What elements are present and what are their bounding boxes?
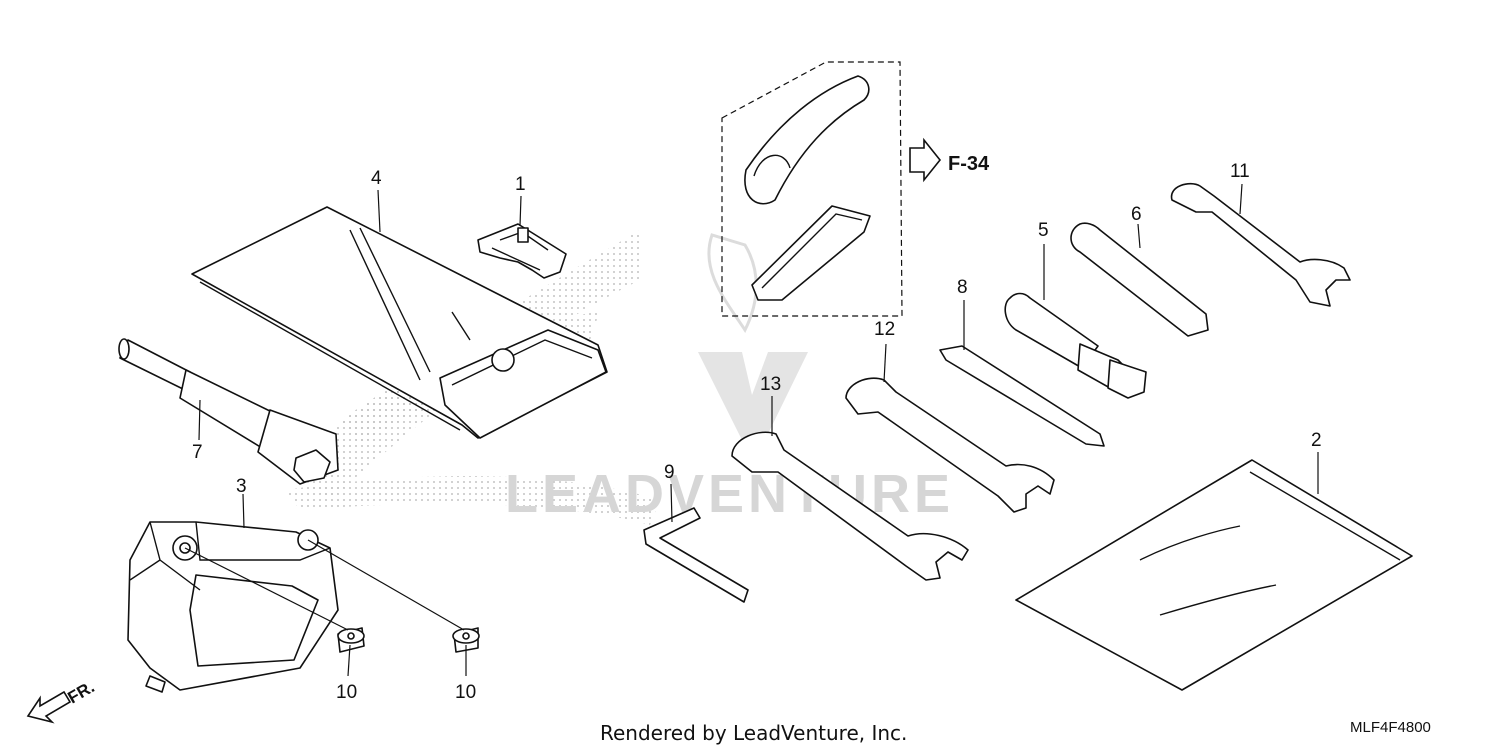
callout-4: 4 [371,168,382,189]
callout-13: 13 [760,374,781,395]
front-arrow-icon [26,690,72,724]
callout-9: 9 [664,462,675,483]
tool-bag-part[interactable] [191,206,608,439]
manual-bag-part[interactable] [1015,459,1413,691]
reference-box [721,61,903,317]
reference-label[interactable]: F-34 [948,153,990,175]
callout-6: 6 [1131,204,1142,225]
wrench-13-part[interactable] [731,431,969,581]
callout-5: 5 [1038,220,1049,241]
clip-part[interactable] [477,223,567,279]
callout-8: 8 [957,277,968,298]
callout-2: 2 [1311,430,1322,451]
screwdriver-handle-part[interactable] [1004,292,1147,399]
callout-11: 11 [1230,161,1250,182]
diagram-code: MLF4F4800 [1350,719,1431,736]
bolt-part-a[interactable] [337,627,365,653]
callout-7: 7 [192,442,203,463]
callout-1: 1 [515,174,526,195]
socket-wrench-part[interactable] [118,338,339,485]
watermark-logo [698,233,808,440]
handle-plate-part[interactable] [1070,222,1209,337]
leader-lines [184,183,1319,677]
screwdriver-bit-part[interactable] [939,345,1105,447]
hex-key-part[interactable] [643,507,749,603]
callout-12: 12 [874,319,895,340]
reference-arrow-icon[interactable] [909,137,942,183]
tool-box-part[interactable] [127,521,339,693]
watermark-text: LEADVENTURE [505,464,954,524]
bolt-part-b[interactable] [452,627,480,653]
wrench-12-part[interactable] [845,377,1055,513]
credit-text: Rendered by LeadVenture, Inc. [600,721,907,745]
callout-10b: 10 [455,682,476,703]
wrench-11-part[interactable] [1170,182,1351,307]
callout-10a: 10 [336,682,357,703]
callout-3: 3 [236,476,247,497]
